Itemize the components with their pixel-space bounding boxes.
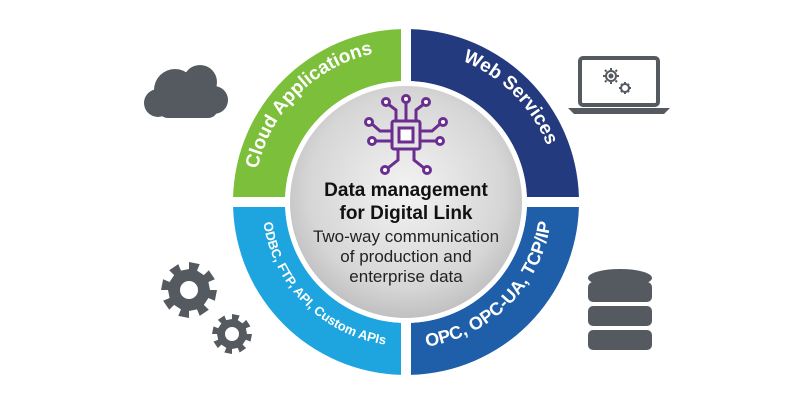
center-subtitle-line3: enterprise data xyxy=(349,267,463,286)
web-services-segment xyxy=(411,29,579,198)
database-icon xyxy=(588,269,652,350)
small-gear-icon xyxy=(603,68,631,94)
odbc-segment xyxy=(233,207,401,375)
center-disk xyxy=(290,86,522,318)
center-subtitle-line1: Two-way communication xyxy=(313,227,499,246)
circuit-chip-icon xyxy=(364,94,448,175)
center-title-line1: Data management xyxy=(324,180,488,201)
cloud-applications-segment xyxy=(233,29,401,198)
small-gear-icon xyxy=(212,314,252,354)
large-gear-icon xyxy=(161,262,217,318)
center-subtitle-line2: of production and xyxy=(340,247,471,266)
gears-icon xyxy=(161,262,252,354)
center-title-line2: for Digital Link xyxy=(340,203,473,224)
cloud-icon xyxy=(144,65,228,118)
laptop-gears-icon xyxy=(568,56,670,114)
opc-segment xyxy=(411,207,579,375)
